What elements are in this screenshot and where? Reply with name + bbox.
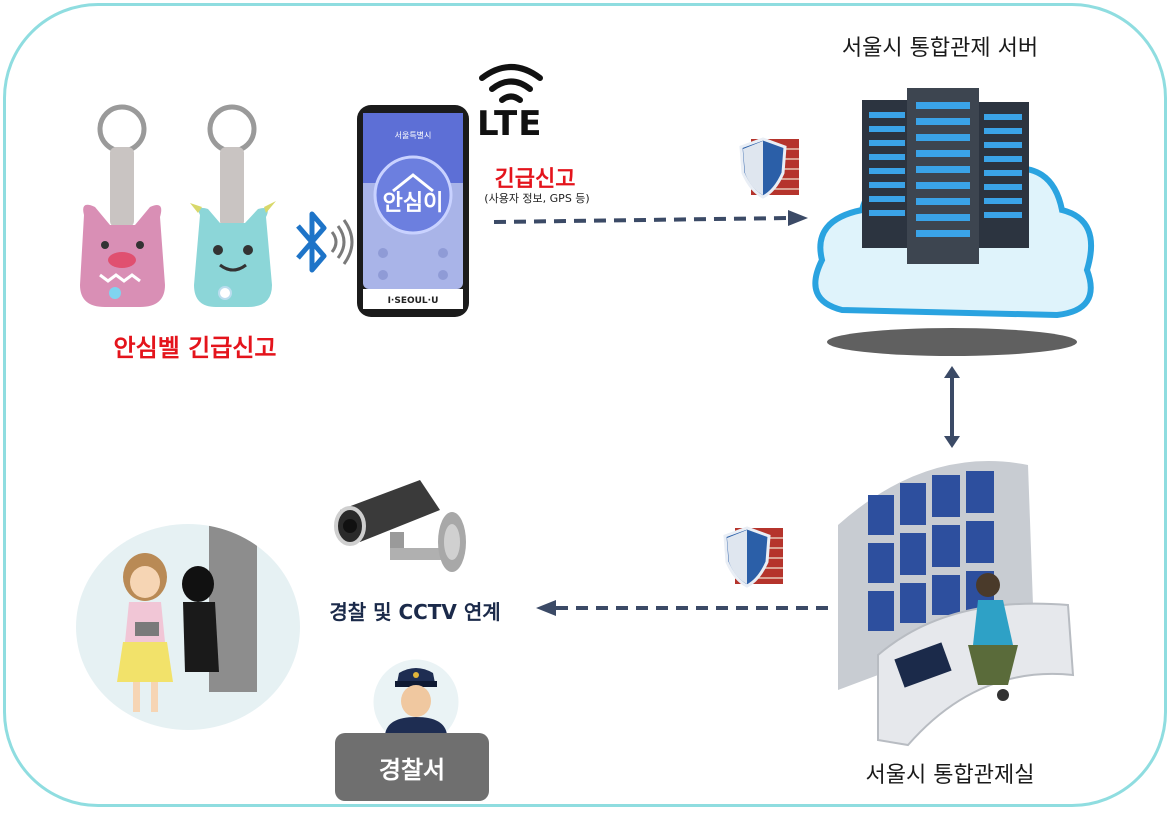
- cctv-camera-icon: [334, 480, 466, 572]
- cloud-server: [812, 88, 1095, 356]
- report-title: 긴급신고: [494, 167, 576, 192]
- app-name: 안심이: [383, 191, 444, 216]
- keyring-bell-pink: [80, 104, 165, 307]
- control-center-label: 서울시 통합관제실: [865, 763, 1035, 788]
- app-footer: I·SEOUL·U: [388, 296, 439, 306]
- keyring-bells: [80, 104, 276, 307]
- firewall-shield-icon: [739, 137, 799, 199]
- police-station-button: 경찰서: [335, 733, 489, 801]
- bluetooth-icon: [296, 211, 354, 273]
- lte-label: LTE: [477, 104, 543, 144]
- wifi-icon: [479, 64, 543, 103]
- bell-label: 안심벨 긴급신고: [113, 334, 277, 362]
- keyring-bell-blue: [190, 104, 276, 307]
- police-link-label: 경찰 및 CCTV 연계: [329, 600, 501, 624]
- report-subtitle: (사용자 정보, GPS 등): [484, 192, 590, 205]
- police-station-label: 경찰서: [378, 755, 446, 784]
- victim-scene: [76, 524, 300, 730]
- police-officer-avatar: [370, 656, 462, 735]
- control-room: [838, 461, 1075, 747]
- server-rack: [862, 88, 1029, 264]
- arrow-to-server: [493, 210, 808, 226]
- arrow-to-police: [536, 600, 828, 616]
- smartphone: 서울특별시 안심이 I·SEOUL·U: [357, 105, 469, 317]
- server-label: 서울시 통합관제 서버: [841, 36, 1039, 61]
- app-brand: 서울특별시: [395, 130, 432, 140]
- firewall-shield-icon: [723, 526, 783, 588]
- double-arrow: [944, 366, 960, 448]
- diagram-frame: [3, 3, 1167, 807]
